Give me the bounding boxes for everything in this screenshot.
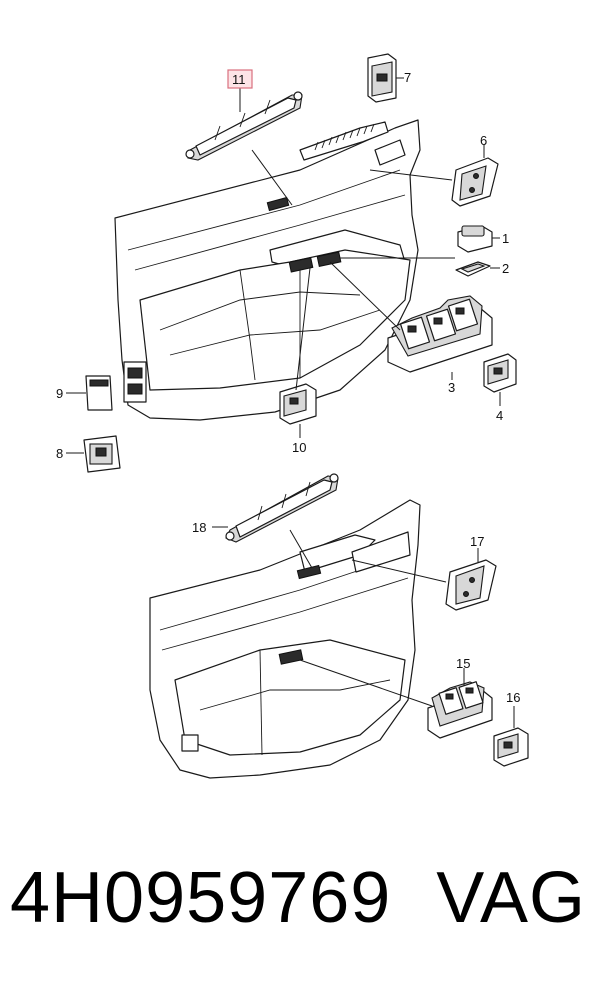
callout-15: 15 — [456, 656, 470, 671]
callout-10: 10 — [292, 440, 306, 455]
part-15-switch-block — [427, 681, 493, 739]
part-6-bezel — [451, 157, 499, 207]
part-1-knob — [457, 225, 493, 253]
part-4-switch — [483, 353, 517, 393]
part-18-switch-strip — [225, 473, 339, 543]
rear-door-panel — [149, 499, 421, 779]
part-16-switch — [493, 727, 529, 767]
callout-17: 17 — [470, 534, 484, 549]
callout-3: 3 — [448, 380, 455, 395]
part-2-frame — [455, 261, 491, 277]
callout-4: 4 — [496, 408, 503, 423]
brand-text: VAG — [436, 858, 586, 938]
part-11-switch-strip — [185, 91, 303, 161]
part-3-switch-block — [387, 295, 493, 373]
part-9-cap — [85, 375, 113, 411]
callout-11-highlight — [227, 69, 253, 89]
callout-8: 8 — [56, 446, 63, 461]
part-8-switch — [83, 435, 121, 473]
part-10-switch — [279, 383, 317, 425]
part-7-switch — [367, 53, 397, 103]
callout-9: 9 — [56, 386, 63, 401]
callout-16: 16 — [506, 690, 520, 705]
parts-diagram: 11 7 6 1 2 3 4 10 9 8 18 17 15 16 — [56, 53, 529, 779]
callout-18: 18 — [192, 520, 206, 535]
callout-11: 11 — [232, 72, 246, 87]
part-number-text: 4H0959769 — [10, 858, 392, 938]
callout-7: 7 — [404, 70, 411, 85]
callout-labels: 11 7 6 1 2 3 4 10 9 8 18 17 15 16 — [56, 69, 520, 705]
leader-lines-upper — [66, 77, 501, 454]
leader-lines-lower — [212, 526, 515, 728]
part-17-bezel — [445, 559, 497, 611]
callout-6: 6 — [480, 133, 487, 148]
callout-1: 1 — [502, 231, 509, 246]
front-door-panel — [114, 119, 421, 421]
callout-2: 2 — [502, 261, 509, 276]
